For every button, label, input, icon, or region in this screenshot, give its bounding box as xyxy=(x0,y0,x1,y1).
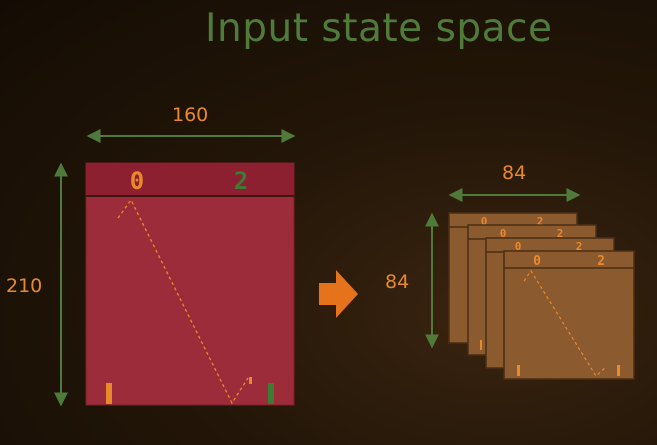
processed-2-score-right: 2 xyxy=(557,227,564,240)
processed-frame-4: 0 2 xyxy=(503,250,635,380)
processed-1-score-left: 0 xyxy=(481,215,488,228)
processed-width-label: 84 xyxy=(502,162,527,184)
processed-3-score-right: 2 xyxy=(576,240,583,253)
processed-3-score-left: 0 xyxy=(515,240,522,253)
processed-4-score-left: 0 xyxy=(533,254,541,269)
original-paddle-right xyxy=(268,383,274,404)
original-height-label: 210 xyxy=(6,275,43,297)
processed-paddle-left xyxy=(517,365,520,376)
original-score-left: 0 xyxy=(130,167,144,195)
processed-height-label: 84 xyxy=(385,271,410,293)
processed-ball-trail xyxy=(523,269,607,377)
processed-4-score-right: 2 xyxy=(597,254,605,269)
processed-1-score-right: 2 xyxy=(537,215,544,228)
original-ball xyxy=(249,377,252,384)
original-width-label: 160 xyxy=(172,104,209,126)
processed-paddle-right xyxy=(617,365,620,376)
original-paddle-left xyxy=(106,383,112,404)
original-score-right: 2 xyxy=(234,167,248,195)
original-game-frame: 0 2 xyxy=(85,162,295,406)
processed-back-paddle xyxy=(480,340,482,350)
slide-title: Input state space xyxy=(205,6,553,51)
processed-2-score-left: 0 xyxy=(500,227,507,240)
right-arrow-icon xyxy=(319,270,358,318)
